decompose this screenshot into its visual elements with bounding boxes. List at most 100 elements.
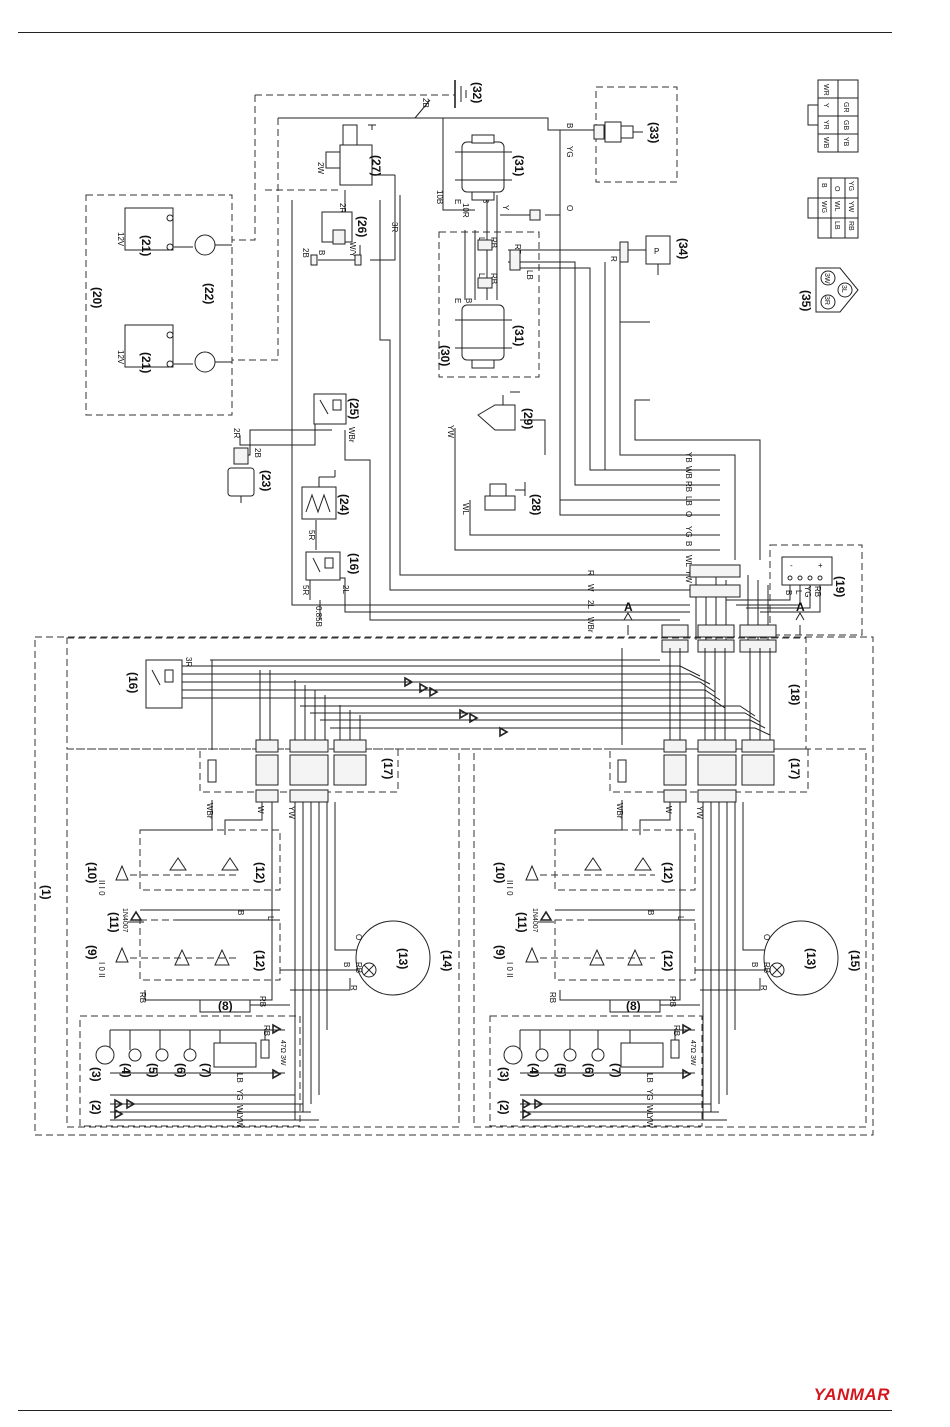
pin-3r: 3R: [823, 296, 830, 305]
label-c11-right: (11): [515, 912, 529, 933]
alternator-31-lower: [455, 304, 512, 369]
wire-label-b-p14: B: [236, 910, 245, 915]
terminal-plus: +: [818, 561, 823, 570]
label-c14: (14): [440, 950, 454, 971]
resistor-label-left: 47Ω 3W: [279, 1040, 286, 1066]
alternator-connector-block: [477, 209, 541, 289]
label-c21a: (21): [139, 235, 153, 256]
wire-label-rb-30b: RB: [489, 273, 498, 284]
label-c27: (27): [369, 155, 383, 176]
panel-wire-labels: WBr W YW B L RB RB RB B R O RB LB YG WL …: [97, 232, 771, 1128]
label-c29: (29): [521, 408, 535, 429]
wire-label-wbr-p15: WBr: [615, 803, 624, 819]
wire-label-b-p15: B: [646, 910, 655, 915]
label-c11-left: (11): [107, 912, 121, 933]
label-c4-left: (4): [119, 1063, 133, 1078]
marker-a-left: A: [624, 600, 633, 614]
pin-yg: YG: [847, 181, 854, 191]
wire-label-yg-p14: YG: [235, 1089, 244, 1101]
label-c4-right: (4): [527, 1063, 541, 1078]
sender-29: [477, 391, 520, 431]
wire-label-rb4-p14: RB: [262, 1025, 271, 1036]
wire-label-lb-34: LB: [525, 270, 534, 280]
wire-label-lb: LB: [684, 496, 693, 506]
label-c30: (30): [438, 345, 452, 366]
label-c13-left: (13): [396, 948, 410, 969]
label-c18: (18): [788, 684, 802, 705]
wire-label-yb: YB: [684, 452, 693, 463]
batteries-21: [124, 207, 193, 368]
control-panel-14: [95, 800, 431, 1121]
label-c24: (24): [337, 494, 351, 515]
pin-wr: WR: [822, 84, 829, 96]
bottom-rule: [18, 1410, 892, 1411]
label-c5-left: (5): [146, 1063, 160, 1078]
wire-label-3r-starter: 3R: [390, 222, 399, 232]
wire-label-wl: WL: [684, 555, 693, 568]
wire-label-rb-19: RB: [813, 586, 822, 597]
label-c17-right: (17): [788, 758, 802, 779]
wire-label-o: O: [684, 511, 693, 517]
wire-label-rb-30: RB: [489, 237, 498, 248]
pin-yb: YB: [842, 137, 849, 147]
pin-yw: YW: [847, 201, 854, 213]
wire-label-r-34: R: [609, 256, 618, 262]
wire-label-o-34: O: [565, 205, 574, 211]
wire-label-10r: 10R: [461, 203, 470, 218]
wire-label-b-31a: B: [481, 198, 490, 203]
label-c10-left: (10): [85, 862, 99, 883]
label-c32: (32): [470, 82, 484, 103]
wire-label-5r-24: 5R: [307, 530, 316, 540]
boundary-20: [85, 194, 233, 416]
pin-rb: RB: [847, 221, 854, 231]
battery-voltage-1: 12V: [116, 232, 125, 247]
wire-label-2b-top: 2B: [421, 98, 430, 108]
wire-label-yw2-p15: YW: [645, 1115, 654, 1128]
ground-32: [454, 80, 467, 108]
wire-label-y-31: Y: [501, 205, 510, 211]
wire-label-wbr-p14: WBr: [205, 803, 214, 819]
wire-label-rb4-p15: RB: [672, 1025, 681, 1036]
wire-label-o-p14: O: [354, 934, 363, 940]
wire-label-yg: YG: [684, 526, 693, 538]
boundary-19: [769, 544, 863, 636]
label-c2-left: (2): [89, 1100, 103, 1115]
label-c34: (34): [676, 238, 690, 259]
label-c6-left: (6): [174, 1063, 188, 1078]
wire-label-wb: WB: [684, 466, 693, 479]
switch-positions-9-right: I 0 II: [505, 962, 514, 978]
wire-label-wl-p14: WL: [235, 1105, 244, 1118]
wire-label-yw-p15: YW: [695, 806, 704, 819]
wire-label-b: B: [684, 541, 693, 546]
label-c21b: (21): [139, 352, 153, 373]
label-c12b-left: (12): [253, 950, 267, 971]
wire-label-yg-19: YG: [803, 586, 812, 598]
switch-positions-9-left: I 0 II: [97, 962, 106, 978]
wire-label-wbr-25: WBr: [347, 427, 356, 443]
wire-label-2l: 2L: [586, 600, 595, 609]
label-c12a-left: (12): [253, 862, 267, 883]
pin-y: Y: [822, 103, 829, 108]
connector-face-a: WR Y YR WB GR GB YB: [807, 79, 859, 153]
label-c9-left: (9): [85, 945, 99, 960]
engine-harness-wires: [232, 85, 821, 640]
label-c7-right: (7): [609, 1063, 623, 1078]
label-c16-engine: (16): [347, 553, 361, 574]
label-c31b: (31): [512, 325, 526, 346]
wire-label-b-19: B: [784, 590, 793, 595]
pin-o: O: [833, 186, 840, 192]
wire-label-w: W: [586, 584, 595, 592]
label-c19: (19): [833, 576, 847, 597]
wire-label-b-26: B: [317, 250, 326, 255]
label-c16-panel: (16): [126, 672, 140, 693]
wire-label-o-p15: O: [762, 934, 771, 940]
wire-label-yw-29: YW: [446, 425, 455, 438]
wire-label-yw2-p14: YW: [235, 1115, 244, 1128]
top-rule: [18, 32, 892, 33]
wire-label-2b-23: 2B: [253, 448, 262, 458]
wire-label-rb2-p15: RB: [668, 996, 677, 1007]
relay-25: [313, 393, 347, 425]
relay-16-engine: [305, 551, 341, 581]
